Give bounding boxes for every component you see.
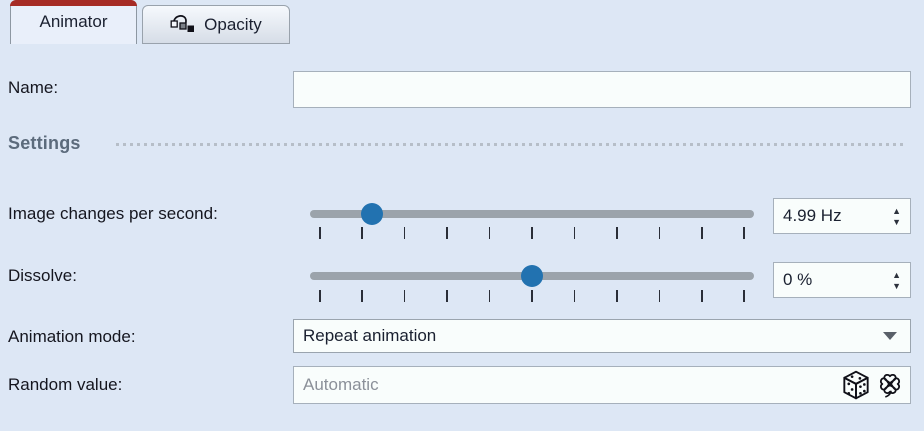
rate-spin-up-icon[interactable]: ▲ bbox=[892, 205, 901, 216]
dice-icon[interactable] bbox=[842, 370, 870, 400]
rate-label: Image changes per second: bbox=[8, 204, 218, 223]
dissolve-slider[interactable] bbox=[310, 263, 754, 289]
dissolve-label: Dissolve: bbox=[8, 266, 77, 285]
animation-mode-label: Animation mode: bbox=[8, 327, 136, 346]
rate-spinbox-value[interactable]: 4.99 Hz bbox=[783, 206, 842, 225]
rate-spinbox[interactable]: 4.99 Hz ▲ ▼ bbox=[773, 198, 911, 234]
tab-opacity-label: Opacity bbox=[204, 14, 262, 34]
animation-mode-value: Repeat animation bbox=[303, 326, 437, 345]
rate-spin-down-icon[interactable]: ▼ bbox=[892, 216, 901, 227]
section-divider-dots bbox=[116, 143, 907, 146]
rate-slider-track[interactable] bbox=[310, 210, 754, 218]
tab-opacity[interactable]: Opacity bbox=[142, 5, 290, 44]
rate-slider-handle[interactable] bbox=[361, 203, 384, 225]
random-value-label: Random value: bbox=[8, 375, 123, 394]
tab-animator[interactable]: Animator bbox=[10, 0, 137, 44]
animation-mode-dropdown[interactable]: Repeat animation bbox=[293, 319, 911, 353]
opacity-animation-icon bbox=[170, 14, 196, 36]
rate-slider-ticks bbox=[310, 227, 754, 239]
settings-section-title: Settings bbox=[8, 133, 81, 153]
random-value-field[interactable]: Automatic bbox=[293, 366, 911, 404]
dropdown-arrow-icon[interactable] bbox=[883, 332, 897, 340]
name-label: Name: bbox=[8, 78, 59, 97]
rate-slider[interactable] bbox=[310, 201, 754, 227]
clover-icon[interactable] bbox=[876, 370, 904, 400]
active-tab-accent bbox=[10, 0, 137, 6]
dissolve-spinbox[interactable]: 0 % ▲ ▼ bbox=[773, 262, 911, 298]
dissolve-slider-ticks bbox=[310, 290, 754, 302]
tab-animator-label: Animator bbox=[39, 12, 108, 31]
dissolve-spin-down-icon[interactable]: ▼ bbox=[892, 280, 901, 291]
dissolve-spin-up-icon[interactable]: ▲ bbox=[892, 269, 901, 280]
name-input[interactable] bbox=[293, 71, 911, 108]
random-value-placeholder[interactable]: Automatic bbox=[303, 375, 379, 394]
dissolve-slider-handle[interactable] bbox=[521, 265, 543, 287]
dissolve-spinbox-value[interactable]: 0 % bbox=[783, 270, 813, 289]
